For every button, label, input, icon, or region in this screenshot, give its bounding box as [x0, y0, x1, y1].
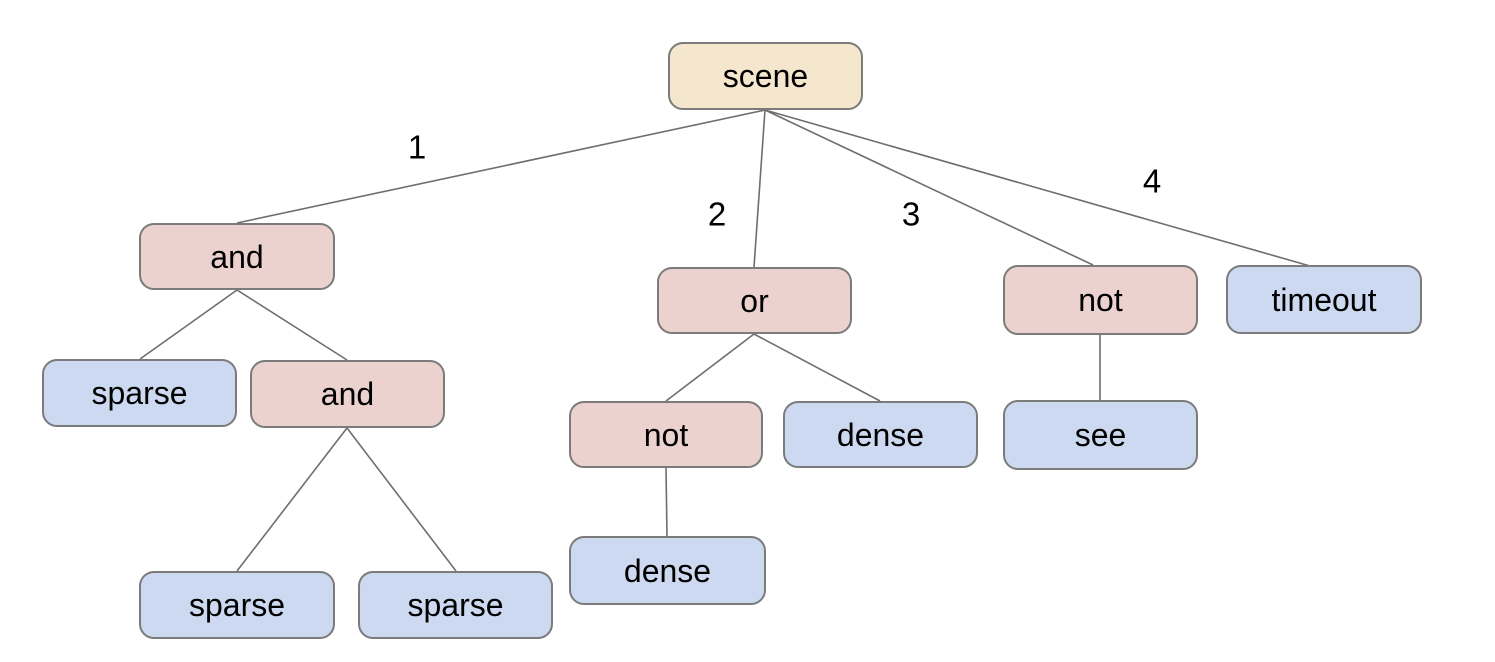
node-and-nested: and — [250, 360, 445, 428]
node-sparse-nested-1: sparse — [139, 571, 335, 639]
edge-label-4: 4 — [1142, 162, 1162, 200]
edge-and2-sparse2 — [346, 427, 457, 572]
edge-or-not — [665, 333, 755, 402]
edge-scene-timeout — [764, 109, 1311, 267]
node-dense-nested: dense — [569, 536, 766, 605]
node-dense: dense — [783, 401, 978, 468]
node-sparse: sparse — [42, 359, 237, 427]
node-not: not — [1003, 265, 1198, 335]
edge-not-dense — [665, 467, 668, 537]
node-or: or — [657, 267, 852, 334]
node-see: see — [1003, 400, 1198, 470]
edge-scene-or — [753, 109, 766, 268]
node-sparse-nested-2: sparse — [358, 571, 553, 639]
edge-or-dense — [753, 333, 881, 402]
node-and: and — [139, 223, 335, 290]
edge-label-1: 1 — [407, 128, 427, 166]
edge-scene-and — [236, 109, 766, 224]
edge-scene-not — [764, 109, 1094, 266]
node-not-nested: not — [569, 401, 763, 468]
edge-and2-sparse1 — [236, 427, 348, 572]
edge-label-2: 2 — [707, 195, 727, 233]
node-timeout: timeout — [1226, 265, 1422, 334]
edge-and-and — [236, 289, 348, 361]
edge-and-sparse — [139, 289, 238, 360]
node-scene: scene — [668, 42, 863, 110]
edge-label-3: 3 — [901, 195, 921, 233]
